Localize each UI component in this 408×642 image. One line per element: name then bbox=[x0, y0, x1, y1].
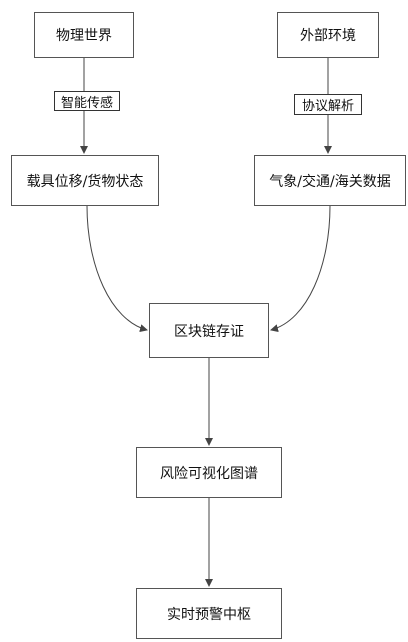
node-blockchain-label: 区块链存证 bbox=[174, 323, 244, 340]
edge-label-sensing: 智能传感 bbox=[54, 91, 120, 111]
node-environment-data: 气象/交通/海关数据 bbox=[254, 155, 406, 206]
node-blockchain: 区块链存证 bbox=[149, 303, 269, 358]
node-environment-data-label: 气象/交通/海关数据 bbox=[269, 173, 391, 190]
node-carrier-state-label: 载具位移/货物状态 bbox=[26, 173, 144, 190]
node-risk-graph-label: 风险可视化图谱 bbox=[160, 465, 258, 482]
node-risk-graph: 风险可视化图谱 bbox=[136, 447, 282, 498]
node-external-environment: 外部环境 bbox=[277, 12, 379, 58]
edge-label-sensing-text: 智能传感 bbox=[60, 95, 113, 111]
arrow-carrier-to-blockchain bbox=[86, 205, 148, 333]
edge-label-protocol: 协议解析 bbox=[294, 94, 362, 115]
node-warning-center: 实时预警中枢 bbox=[136, 588, 282, 639]
edge-label-protocol-text: 协议解析 bbox=[301, 99, 354, 114]
arrow-env-to-blockchain bbox=[270, 205, 331, 333]
node-warning-center-label: 实时预警中枢 bbox=[167, 606, 251, 623]
node-external-environment-label: 外部环境 bbox=[300, 28, 356, 44]
node-carrier-state: 载具位移/货物状态 bbox=[11, 155, 159, 206]
node-physical-world: 物理世界 bbox=[34, 12, 134, 58]
node-physical-world-label: 物理世界 bbox=[56, 28, 112, 44]
